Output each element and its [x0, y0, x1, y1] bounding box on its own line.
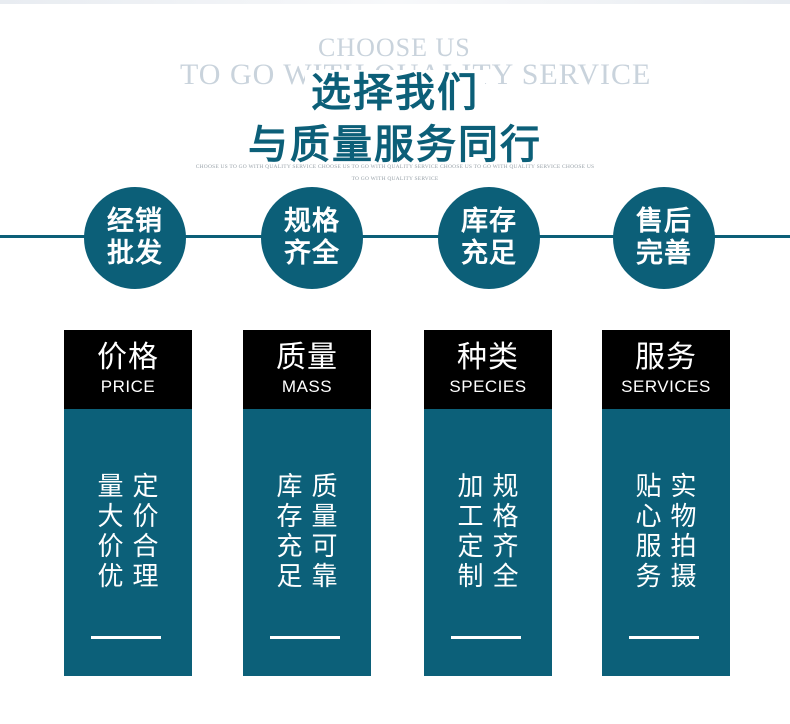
card-species-header: 种类 SPECIES — [424, 330, 552, 409]
circle-feature-3: 库存 充足 — [438, 187, 540, 289]
timeline-line — [0, 235, 790, 238]
circle-1-line1: 经销 — [107, 206, 163, 237]
card-mass-col2: 库存充足 — [276, 472, 303, 592]
card-services-subtitle: SERVICES — [621, 377, 711, 396]
circle-feature-2: 规格 齐全 — [261, 187, 363, 289]
card-species-body: 规格齐全 加工定制 — [424, 472, 552, 592]
card-services: 服务 SERVICES 实物拍摄 贴心服务 — [602, 330, 730, 676]
circle-4-line2: 完善 — [636, 238, 692, 269]
card-species: 种类 SPECIES 规格齐全 加工定制 — [424, 330, 552, 676]
card-species-subtitle: SPECIES — [449, 377, 527, 396]
background-text-choose-us: CHOOSE US — [318, 33, 471, 62]
card-species-divider — [451, 636, 521, 639]
card-services-header: 服务 SERVICES — [602, 330, 730, 409]
card-mass-title: 质量 — [276, 340, 338, 375]
circle-1-line2: 批发 — [107, 238, 163, 269]
card-price-divider — [91, 636, 161, 639]
card-services-divider — [629, 636, 699, 639]
heading-line1-text: 选择我们 — [305, 70, 485, 116]
card-services-title: 服务 — [635, 340, 697, 375]
card-mass-col1: 质量可靠 — [311, 472, 338, 592]
card-mass-header: 质量 MASS — [243, 330, 371, 409]
heading-line1: 选择我们 — [0, 60, 790, 118]
circle-2-line2: 齐全 — [284, 238, 340, 269]
circle-3-line1: 库存 — [461, 206, 517, 237]
circle-feature-1: 经销 批发 — [84, 187, 186, 289]
card-species-title: 种类 — [457, 340, 519, 375]
circle-3-line2: 充足 — [461, 238, 517, 269]
card-price-col2: 量大价优 — [97, 472, 124, 592]
circle-2-line1: 规格 — [284, 206, 340, 237]
card-price-subtitle: PRICE — [100, 377, 156, 396]
top-strip — [0, 0, 790, 4]
card-price: 价格 PRICE 定价合理 量大价优 — [64, 330, 192, 676]
card-mass: 质量 MASS 质量可靠 库存充足 — [243, 330, 371, 676]
card-services-col1: 实物拍摄 — [670, 472, 697, 592]
card-species-col2: 加工定制 — [457, 472, 484, 592]
card-services-body: 实物拍摄 贴心服务 — [602, 472, 730, 592]
card-services-col2: 贴心服务 — [635, 472, 662, 592]
circle-4-line1: 售后 — [636, 206, 692, 237]
heading-line2: 与质量服务同行 — [248, 122, 542, 168]
card-mass-divider — [270, 636, 340, 639]
small-caption-line2: TO GO WITH QUALITY SERVICE — [351, 176, 439, 182]
card-price-col1: 定价合理 — [132, 472, 159, 592]
card-mass-body: 质量可靠 库存充足 — [243, 472, 371, 592]
card-species-col1: 规格齐全 — [492, 472, 519, 592]
card-price-body: 定价合理 量大价优 — [64, 472, 192, 592]
card-mass-subtitle: MASS — [281, 377, 333, 396]
card-price-header: 价格 PRICE — [64, 330, 192, 409]
circle-feature-4: 售后 完善 — [613, 187, 715, 289]
card-price-title: 价格 — [97, 340, 159, 375]
small-caption-line1: CHOOSE US TO GO WITH QUALITY SERVICE CHO… — [195, 164, 595, 170]
